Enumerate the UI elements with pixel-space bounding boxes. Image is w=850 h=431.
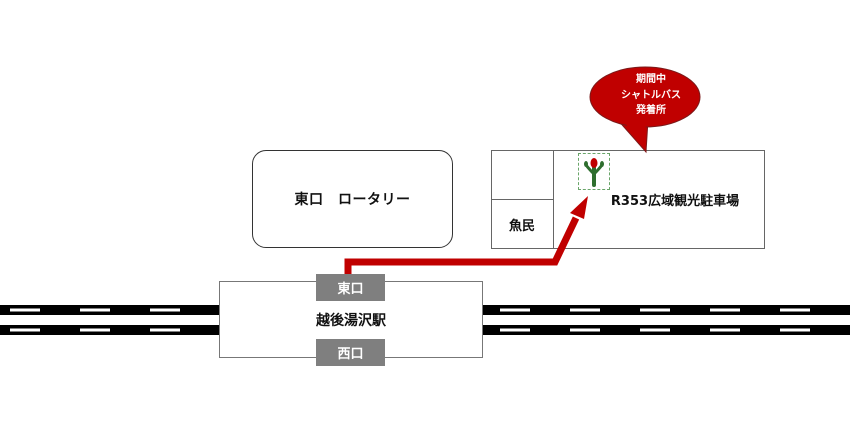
east-rotary[interactable]: 東口 ロータリー (252, 150, 453, 248)
gyomin-store[interactable]: 魚民 (491, 200, 553, 248)
east-exit-label: 東口 (337, 282, 364, 297)
tree-logo-icon (578, 153, 610, 190)
west-exit-label: 西口 (337, 347, 364, 362)
east-exit[interactable]: 東口 (316, 274, 385, 301)
west-exit[interactable]: 西口 (316, 339, 385, 366)
route-arrow-head (570, 196, 588, 219)
callout-line-2: シャトルバス (621, 89, 681, 101)
parking-lot-name: R353広域観光駐車場 (585, 188, 765, 210)
callout-line-3: 発着所 (636, 105, 666, 116)
gyomin-label: 魚民 (508, 218, 535, 234)
parking-lot-label: R353広域観光駐車場 (610, 193, 740, 209)
station-name: 越後湯沢駅 (316, 312, 386, 329)
rotary-label: 東口 ロータリー (294, 192, 411, 208)
shuttle-callout-text: 期間中 シャトルバス 発着所 (596, 72, 706, 122)
lot-divider-horizontal (491, 199, 554, 200)
callout-line-1: 期間中 (636, 74, 666, 85)
